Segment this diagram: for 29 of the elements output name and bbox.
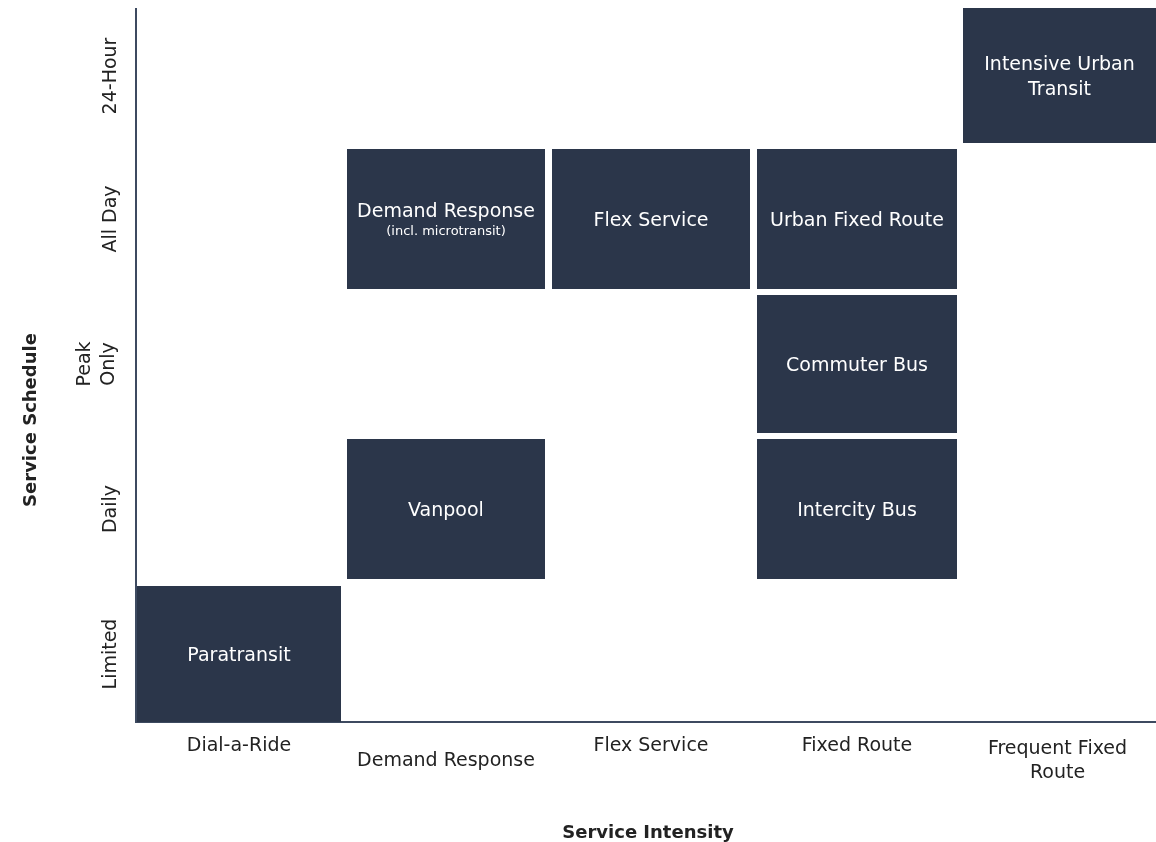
service-box [137, 586, 341, 722]
service-name: Intercity Bus [797, 496, 917, 522]
column-label: Frequent Fixed Route [986, 735, 1129, 784]
service-box [757, 149, 957, 289]
row-label: Limited [97, 617, 122, 692]
column-label: Dial-a-Ride [185, 732, 293, 758]
service-name: Intensive Urban Transit [983, 50, 1136, 101]
axis-title: Service Schedule [17, 332, 41, 509]
service-box [963, 8, 1156, 143]
service-box [347, 149, 545, 289]
row-label: All Day [97, 184, 122, 255]
service-name: Vanpool [408, 496, 484, 522]
axis-title: Service Intensity [561, 820, 735, 842]
row-label: Peak Only [71, 340, 119, 389]
column-label: Flex Service [592, 732, 710, 758]
service-name: Urban Fixed Route [770, 206, 944, 232]
column-label: Demand Response [356, 747, 536, 773]
row-label: Daily [97, 483, 122, 536]
service-name: Flex Service [593, 206, 709, 232]
service-box [757, 295, 957, 433]
row-label: 24-Hour [97, 36, 122, 116]
service-name: Demand Response [357, 198, 535, 223]
service-name: Paratransit [187, 641, 291, 667]
service-box [552, 149, 750, 289]
service-box [757, 439, 957, 579]
column-label: Fixed Route [800, 732, 914, 758]
service-name: Commuter Bus [786, 351, 928, 377]
service-box [347, 439, 545, 579]
note-text: (incl. microtransit) [386, 222, 506, 240]
